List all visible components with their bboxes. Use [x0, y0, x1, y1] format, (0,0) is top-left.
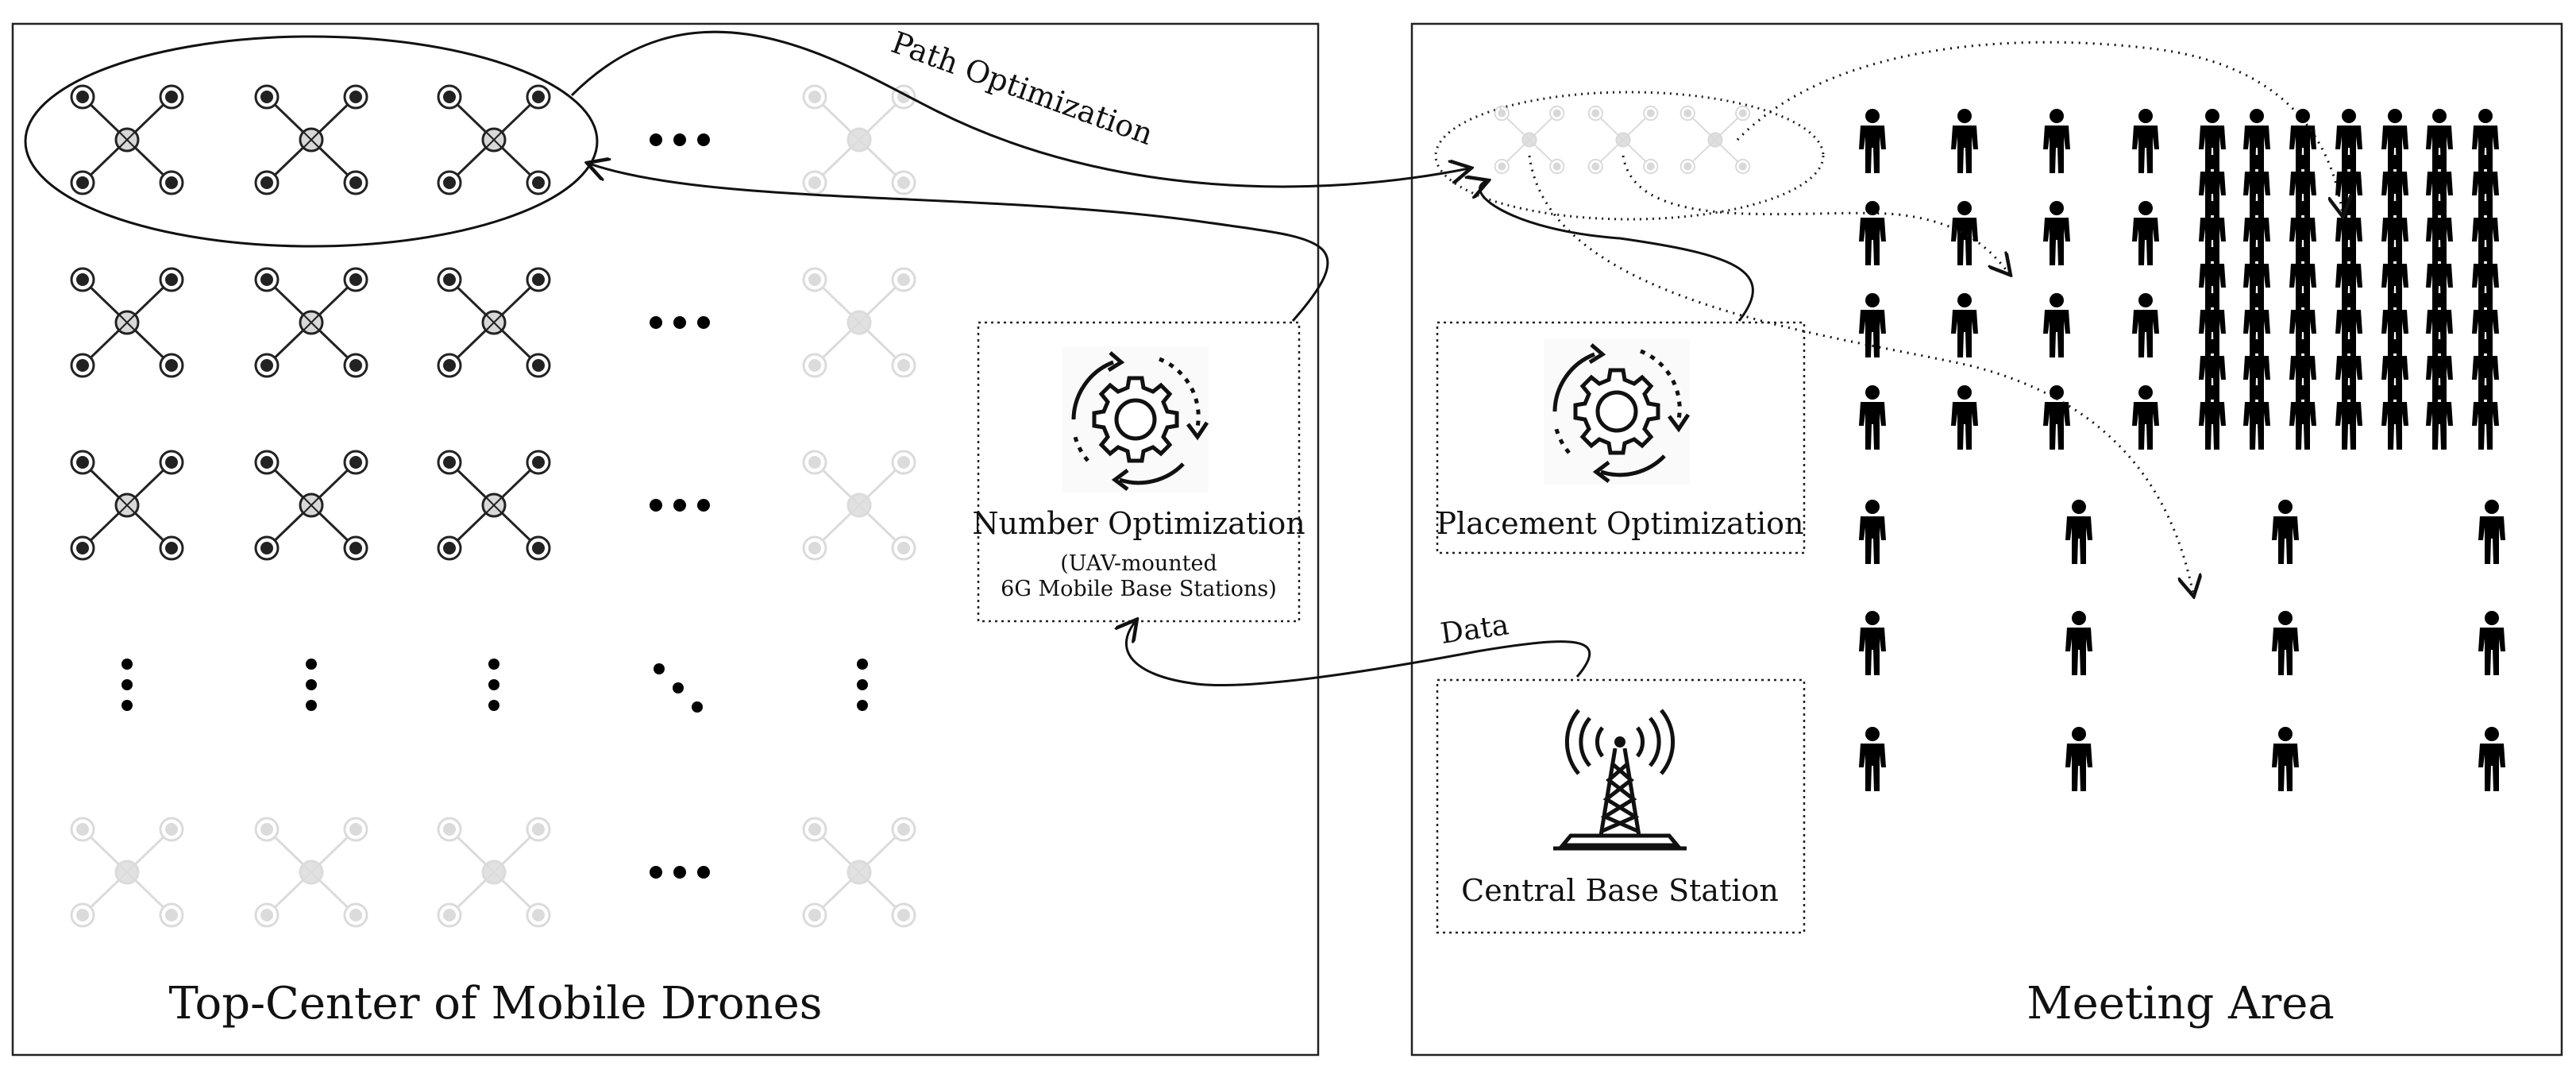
drone-icon	[437, 817, 551, 928]
number-optimization-box: Number Optimization (UAV-mounted 6G Mobi…	[972, 321, 1305, 623]
person-icon	[2132, 385, 2159, 450]
drone-icon	[254, 817, 368, 928]
drone-fleet-grid	[70, 84, 916, 928]
person-icon	[1859, 201, 1886, 265]
person-icon	[2243, 385, 2270, 450]
selected-drones-ellipse	[24, 35, 599, 248]
central-base-station-title: Central Base Station	[1461, 873, 1779, 908]
person-icon	[1859, 500, 1886, 564]
person-icon	[2043, 201, 2070, 265]
person-icon	[2132, 201, 2159, 265]
right-panel-caption: Meeting Area	[2026, 978, 2335, 1030]
person-icon	[2272, 611, 2299, 675]
person-icon	[2335, 385, 2362, 450]
person-icon	[2065, 727, 2092, 791]
person-icon	[1859, 727, 1886, 791]
person-icon	[1951, 201, 1978, 265]
person-icon	[2132, 293, 2159, 357]
drone-icon	[802, 817, 916, 928]
drone-icon	[70, 450, 184, 561]
ellipsis-dots	[121, 133, 868, 879]
drone-icon	[802, 450, 916, 561]
dotted-flight-arrows	[1528, 41, 2343, 594]
person-icon	[2426, 385, 2453, 450]
person-icon	[1951, 385, 1978, 450]
connector-arrows	[570, 30, 1754, 687]
person-icon	[1951, 109, 1978, 173]
drone-icon	[437, 450, 551, 561]
drone-icon	[254, 84, 368, 195]
person-icon	[2272, 727, 2299, 791]
person-icon	[2272, 500, 2299, 564]
drone-icon	[254, 267, 368, 378]
person-icon	[2289, 385, 2316, 450]
person-icon	[2043, 109, 2070, 173]
path-optimization-label: Path Optimization	[887, 25, 1158, 152]
person-icon	[1859, 109, 1886, 173]
person-icon	[2043, 293, 2070, 357]
number-optimization-title: Number Optimization	[972, 506, 1305, 541]
right-panel-frame	[1410, 22, 2563, 1057]
person-icon	[2472, 385, 2499, 450]
radio-tower-icon	[1553, 710, 1687, 848]
person-icon	[2132, 109, 2159, 173]
crowd-people	[1859, 109, 2505, 791]
gear-cycle-icon	[1544, 338, 1690, 485]
drone-icon	[802, 84, 916, 195]
person-icon	[1951, 293, 1978, 357]
drone-icon	[1587, 105, 1659, 175]
drone-icon	[437, 267, 551, 378]
data-label: Data	[1439, 608, 1511, 651]
drone-icon	[254, 450, 368, 561]
drone-icon	[802, 267, 916, 378]
drone-icon	[70, 84, 184, 195]
number-optimization-subtitle-1: (UAV-mounted	[1060, 551, 1217, 576]
person-icon	[2381, 385, 2408, 450]
person-icon	[2478, 500, 2505, 564]
person-icon	[2478, 611, 2505, 675]
drone-icon	[1494, 105, 1565, 175]
person-icon	[2065, 500, 2092, 564]
person-icon	[1859, 385, 1886, 450]
person-icon	[2065, 611, 2092, 675]
gear-cycle-icon	[1062, 346, 1209, 493]
person-icon	[1859, 293, 1886, 357]
central-base-station-box: Central Base Station	[1436, 678, 1806, 934]
person-icon	[2478, 727, 2505, 791]
drone-icon	[1679, 105, 1751, 175]
person-icon	[2043, 385, 2070, 450]
person-icon	[1859, 611, 1886, 675]
left-panel-caption: Top-Center of Mobile Drones	[169, 978, 823, 1030]
placement-optimization-title: Placement Optimization	[1436, 506, 1803, 541]
drone-icon	[70, 267, 184, 378]
left-panel-frame	[11, 22, 1320, 1057]
deployed-drones-group	[1434, 91, 1825, 221]
number-optimization-subtitle-2: 6G Mobile Base Stations)	[1001, 577, 1277, 601]
drone-icon	[70, 817, 184, 928]
placement-optimization-box: Placement Optimization	[1436, 321, 1806, 554]
drone-icon	[437, 84, 551, 195]
person-icon	[2199, 385, 2226, 450]
